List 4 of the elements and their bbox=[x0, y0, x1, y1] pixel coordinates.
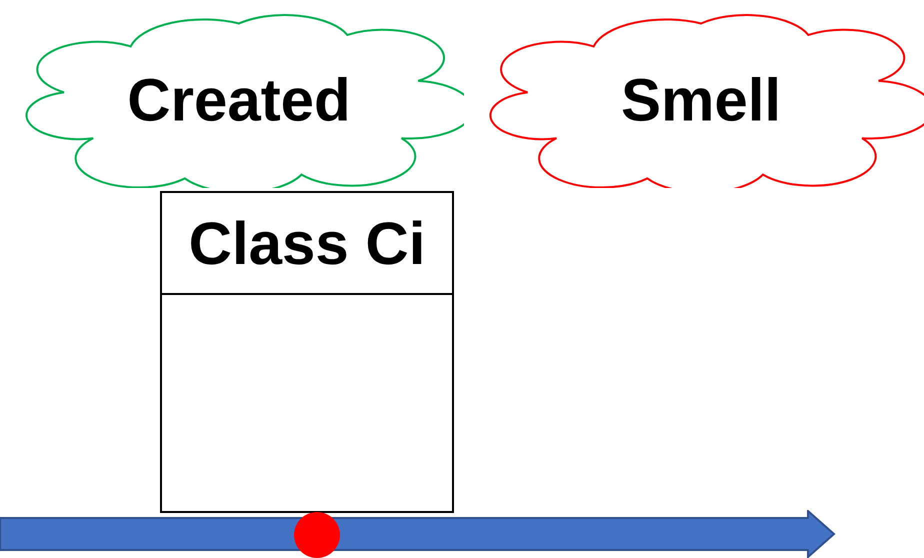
cloud-label: Smell bbox=[620, 66, 782, 134]
class-box bbox=[160, 191, 454, 513]
class-name: Class Ci bbox=[162, 193, 452, 295]
cloud-label: Created bbox=[126, 66, 352, 134]
